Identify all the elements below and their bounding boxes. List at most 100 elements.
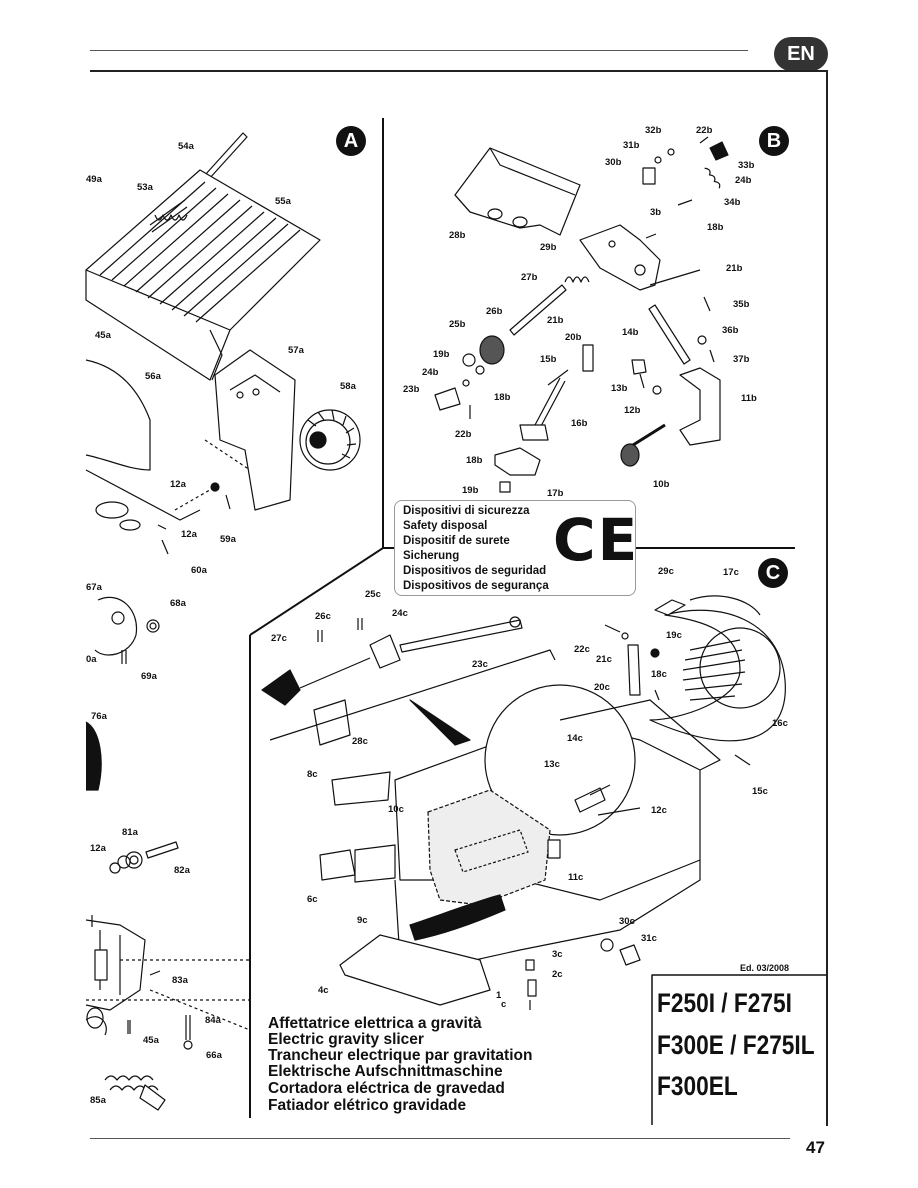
part-label: 23b bbox=[403, 384, 420, 395]
part-label: 18b bbox=[707, 222, 724, 233]
part-label: 68a bbox=[170, 598, 186, 609]
part-label: 3b bbox=[650, 207, 662, 218]
description-line-de: Elektrische Aufschnittmaschine bbox=[268, 1063, 503, 1080]
part-label: 36b bbox=[722, 325, 739, 336]
part-label: 81a bbox=[122, 827, 138, 838]
part-label: 12a bbox=[170, 479, 186, 490]
part-label: 29b bbox=[540, 242, 557, 253]
part-label: 25b bbox=[449, 319, 466, 330]
part-label: 3c bbox=[552, 949, 563, 960]
part-label: 45a bbox=[95, 330, 111, 341]
part-label: 15b bbox=[540, 354, 557, 365]
safety-line: Dispositivos de seguridad bbox=[403, 565, 547, 577]
part-label: 30c bbox=[619, 916, 635, 927]
part-label: 1 bbox=[496, 990, 502, 1001]
panel-c-badge: C bbox=[758, 558, 788, 588]
part-label: 82a bbox=[174, 865, 190, 876]
panel-b-badge: B bbox=[759, 126, 789, 156]
part-label: 9c bbox=[357, 915, 368, 926]
part-label: 21c bbox=[596, 654, 612, 665]
part-label: 12b bbox=[624, 405, 641, 416]
model-line: F250I / F275I bbox=[657, 988, 792, 1018]
part-label: 16b bbox=[571, 418, 588, 429]
part-label: 28c bbox=[352, 736, 368, 747]
part-label: 22b bbox=[455, 429, 472, 440]
part-label: 56a bbox=[145, 371, 161, 382]
safety-line: Dispositivos de segurança bbox=[403, 580, 549, 592]
part-label: 24b bbox=[422, 367, 439, 378]
part-label: 19b bbox=[462, 485, 479, 496]
part-label: 0a bbox=[86, 654, 97, 665]
part-label: 57a bbox=[288, 345, 304, 356]
safety-line: Dispositivi di sicurezza bbox=[403, 505, 530, 517]
part-label: 45a bbox=[143, 1035, 159, 1046]
part-label: 17b bbox=[547, 488, 564, 499]
part-label: 24c bbox=[392, 608, 408, 619]
part-label: 20c bbox=[594, 682, 610, 693]
part-label: 32b bbox=[645, 125, 662, 136]
part-label: 60a bbox=[191, 565, 207, 576]
part-label: 31b bbox=[623, 140, 640, 151]
part-label: 18b bbox=[466, 455, 483, 466]
part-label: 28b bbox=[449, 230, 466, 241]
part-label: 67a bbox=[86, 582, 102, 593]
footer-rule bbox=[90, 1138, 790, 1139]
part-label: 27c bbox=[271, 633, 287, 644]
model-line: F300E / F275IL bbox=[657, 1030, 815, 1060]
part-label: 17c bbox=[723, 567, 739, 578]
part-label: 14b bbox=[622, 327, 639, 338]
part-label: 83a bbox=[172, 975, 188, 986]
part-label: 21b bbox=[726, 263, 743, 274]
part-label: 24b bbox=[735, 175, 752, 186]
safety-line: Safety disposal bbox=[403, 520, 488, 532]
part-label: 16c bbox=[772, 718, 788, 729]
part-label: 13b bbox=[611, 383, 628, 394]
part-label: 19b bbox=[433, 349, 450, 360]
part-label: 30b bbox=[605, 157, 622, 168]
part-label: 4c bbox=[318, 985, 329, 996]
part-label: 66a bbox=[206, 1050, 222, 1061]
part-label: 58a bbox=[340, 381, 356, 392]
part-label: 2c bbox=[552, 969, 563, 980]
page-number: 47 bbox=[806, 1138, 825, 1157]
part-label: 85a bbox=[90, 1095, 106, 1106]
part-label: c bbox=[501, 999, 507, 1010]
description-line-en: Electric gravity slicer bbox=[268, 1031, 424, 1048]
page-frame-top bbox=[90, 70, 828, 72]
part-label: 12a bbox=[181, 529, 197, 540]
description-line-pt: Fatiador elétrico gravidade bbox=[268, 1097, 467, 1114]
part-label: 54a bbox=[178, 141, 194, 152]
part-label: 19c bbox=[666, 630, 682, 641]
part-label: 14c bbox=[567, 733, 583, 744]
part-label: 22b bbox=[696, 125, 713, 136]
description-line-es: Cortadora eléctrica de gravedad bbox=[268, 1080, 505, 1097]
part-label: 10b bbox=[653, 479, 670, 490]
header-rule bbox=[90, 50, 748, 51]
part-label: 55a bbox=[275, 196, 291, 207]
part-label: 69a bbox=[141, 671, 157, 682]
part-label: 18c bbox=[651, 669, 667, 680]
part-label: 10c bbox=[388, 804, 404, 815]
description-line-fr: Trancheur electrique par gravitation bbox=[268, 1047, 533, 1064]
part-label: 49a bbox=[86, 174, 102, 185]
part-label: 12c bbox=[651, 805, 667, 816]
page-frame-right bbox=[826, 70, 828, 1126]
part-label: 22c bbox=[574, 644, 590, 655]
part-label: 21b bbox=[547, 315, 564, 326]
part-label: 53a bbox=[137, 182, 153, 193]
part-label: 26c bbox=[315, 611, 331, 622]
part-label: 29c bbox=[658, 566, 674, 577]
part-label: 12a bbox=[90, 843, 106, 854]
model-line: F300EL bbox=[657, 1071, 738, 1101]
part-label: 20b bbox=[565, 332, 582, 343]
part-label: 37b bbox=[733, 354, 750, 365]
language-badge: EN bbox=[774, 37, 828, 71]
panel-a-badge: A bbox=[336, 126, 366, 156]
part-label: 18b bbox=[494, 392, 511, 403]
safety-line: Sicherung bbox=[403, 550, 460, 562]
ce-mark: CE bbox=[553, 506, 640, 574]
part-label: 31c bbox=[641, 933, 657, 944]
part-label: 6c bbox=[307, 894, 318, 905]
part-label: 59a bbox=[220, 534, 236, 545]
